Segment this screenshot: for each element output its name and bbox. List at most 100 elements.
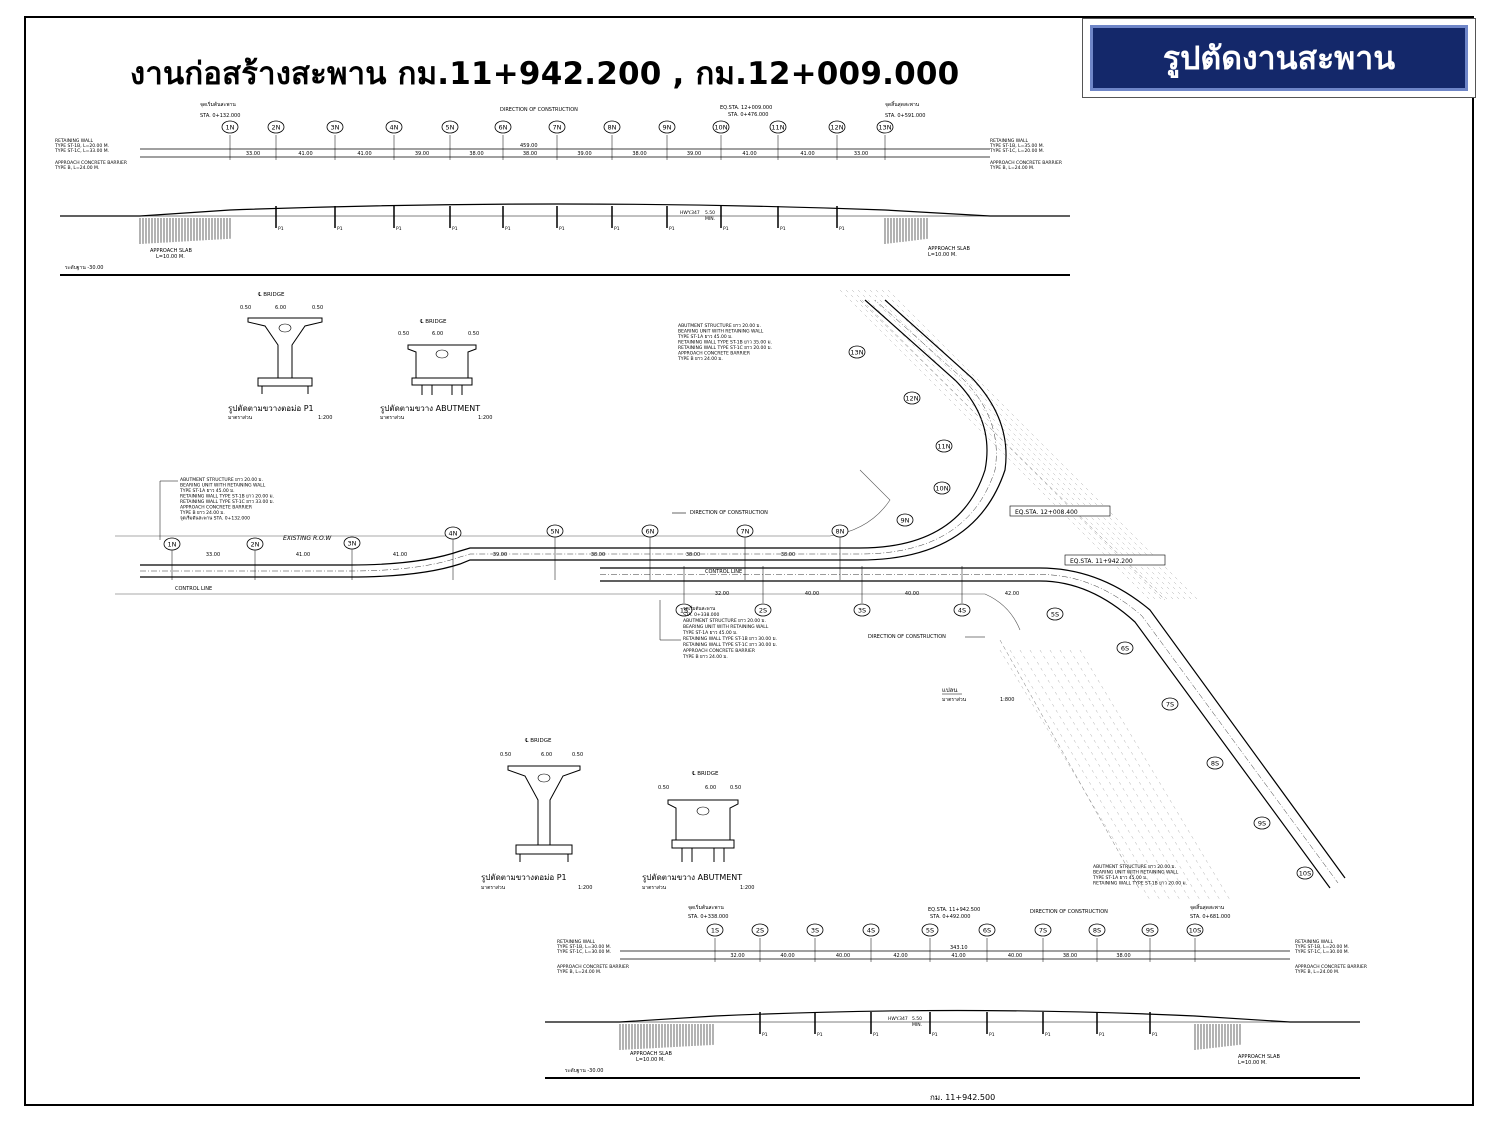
plan-note-mid-4: TYPE ST-1A ยาว 45.00 ม. — [682, 630, 738, 636]
bottom-span-7: 38.00 — [1116, 953, 1130, 959]
svg-text:8N: 8N — [608, 124, 617, 132]
north-alignment-b — [140, 299, 1007, 578]
top-deck — [60, 203, 1070, 217]
plan-note-mid-1: STA. 0+338.000 — [683, 612, 719, 618]
top-span-4: 38.00 — [469, 151, 483, 157]
top-left-note-0: RETAINING WALL — [55, 138, 94, 144]
plan-direction-south: DIRECTION OF CONSTRUCTION — [868, 634, 946, 640]
top-right-note-1: TYPE ST-1B, L=35.00 M. — [989, 143, 1044, 149]
top-end-label: จุดสิ้นสุดสะพาน — [885, 99, 920, 108]
top-pier-side-l: 0.50 — [240, 305, 251, 311]
svg-text:5S: 5S — [1051, 611, 1059, 619]
svg-text:4S: 4S — [958, 607, 966, 615]
plan-existing-row: EXISTING R.O.W — [283, 535, 332, 542]
bottom-span-5: 40.00 — [1008, 953, 1022, 959]
plan-note-left-7: จุดเริ่มต้นสะพาน STA. 0+132.000 — [180, 515, 250, 522]
top-start-sta: STA. 0+132.000 — [200, 113, 240, 119]
top-direction: DIRECTION OF CONSTRUCTION — [500, 107, 578, 113]
bottom-span-2: 40.00 — [836, 953, 850, 959]
bottom-approach-right: APPROACH SLAB — [1238, 1054, 1280, 1060]
plan-note-left-3: RETAINING WALL TYPE ST-1B ยาว 20.00 ม. — [180, 494, 274, 500]
svg-text:3S: 3S — [858, 607, 866, 615]
top-pier-bubble-13N: 13N — [876, 120, 894, 134]
svg-text:9S: 9S — [1258, 820, 1266, 828]
bottom-approach-left2: L=10.00 M. — [636, 1057, 665, 1063]
plan-note-mid-8: TYPE B ยาว 24.00 ม. — [682, 654, 728, 660]
bottom-cross-sections: ℄ BRIDGE 6.00 0.50 0.50 รูปตัดตามขวางตอม… — [481, 737, 754, 891]
top-pier-bubble-1N: 1N — [221, 120, 239, 134]
plan-eq-south: EQ.STA. 11+942.200 — [1070, 558, 1133, 565]
plan-note-left-2: TYPE ST-1A ยาว 45.00 ม. — [179, 488, 235, 494]
svg-text:6S: 6S — [983, 927, 991, 935]
svg-text:5N: 5N — [551, 528, 560, 536]
top-abut-scale-label: มาตราส่วน — [380, 415, 405, 421]
bottom-pier-side-r: 0.50 — [572, 752, 583, 758]
svg-text:P1: P1 — [989, 1032, 995, 1038]
bottom-span-3: 42.00 — [893, 953, 907, 959]
svg-text:1N: 1N — [168, 541, 177, 549]
bottom-left-note-0: RETAINING WALL — [557, 939, 596, 945]
plan-note-mid-0: จุดเริ่มต้นสะพาน — [683, 605, 715, 612]
svg-text:6N: 6N — [646, 528, 655, 536]
plan-north-span-6: 38.00 — [781, 552, 795, 558]
top-approach-left2: L=10.00 M. — [156, 254, 185, 260]
plan-note-top-0: ABUTMENT STRUCTURE ยาว 20.00 ม. — [678, 323, 761, 329]
drawing-frame — [24, 16, 1474, 1106]
bottom-pier-bubble-4S: 4S — [862, 923, 880, 937]
plan-note-mid-3: BEARING UNIT WITH RETAINING WALL — [683, 624, 769, 630]
svg-text:9N: 9N — [901, 517, 910, 525]
svg-text:11N: 11N — [771, 124, 784, 132]
top-datum: ระดับฐาน -30.00 — [65, 265, 103, 271]
bottom-pier-bubble-7S: 7S — [1034, 923, 1052, 937]
plan-north-pier-1N: 1N — [163, 537, 181, 551]
plan-note-top-3: RETAINING WALL TYPE ST-1B ยาว 35.00 ม. — [678, 340, 772, 346]
svg-text:12N: 12N — [905, 395, 918, 403]
svg-text:5S: 5S — [926, 927, 934, 935]
svg-text:P1: P1 — [669, 226, 675, 232]
top-approach-left-hatch — [139, 218, 231, 244]
plan-control-line-mid: CONTROL LINE — [705, 569, 742, 575]
bottom-direction: DIRECTION OF CONSTRUCTION — [1030, 909, 1108, 915]
plan-note-mid-6: RETAINING WALL TYPE ST-1C ยาว 30.00 ม. — [683, 642, 777, 648]
svg-text:8S: 8S — [1093, 927, 1101, 935]
bottom-abut-scale-label: มาตราส่วน — [642, 885, 667, 891]
svg-text:P1: P1 — [505, 226, 511, 232]
bottom-pier-title: รูปตัดตามขวางตอม่อ P1 — [481, 873, 567, 883]
svg-text:2N: 2N — [272, 124, 281, 132]
svg-text:3N: 3N — [331, 124, 340, 132]
top-span-8: 39.00 — [687, 151, 701, 157]
bottom-datum: ระดับฐาน -30.00 — [565, 1068, 603, 1074]
svg-text:P1: P1 — [1099, 1032, 1105, 1038]
svg-text:P1: P1 — [396, 226, 402, 232]
plan-south-span-2: 40.00 — [905, 591, 919, 597]
svg-text:6N: 6N — [499, 124, 508, 132]
svg-text:P1: P1 — [723, 226, 729, 232]
svg-text:5N: 5N — [446, 124, 455, 132]
plan-note-left-4: RETAINING WALL TYPE ST-1C ยาว 33.00 ม. — [180, 499, 274, 505]
top-approach-left: APPROACH SLAB — [150, 248, 192, 254]
plan-south-pier-4S: 4S — [953, 603, 971, 617]
top-abut-section: ℄ BRIDGE 6.00 0.50 0.50 รูปตัดตามขวาง AB… — [380, 318, 492, 421]
bottom-left-note-1: TYPE ST-1B, L=30.00 M. — [556, 944, 611, 950]
plan-north-span-3: 39.00 — [493, 552, 507, 558]
plan-north-pier-7N: 7N — [736, 524, 754, 538]
top-profile: จุดเริ่มต้นสะพาน STA. 0+132.000 จุดสิ้นส… — [54, 99, 1070, 276]
svg-text:13N: 13N — [850, 349, 863, 357]
bottom-end-label: จุดสิ้นสุดสะพาน — [1190, 902, 1225, 911]
plan-south-curve-pier-9S: 9S — [1253, 816, 1271, 830]
title-badge: รูปตัดงานสะพาน — [1082, 18, 1476, 98]
svg-text:10N: 10N — [714, 124, 727, 132]
svg-text:P1: P1 — [780, 226, 786, 232]
plan-note-top-2: TYPE ST-1A ยาว 45.00 ม. — [677, 334, 733, 340]
bottom-approach-right2: L=10.00 M. — [1238, 1060, 1267, 1066]
top-pier-width: 6.00 — [275, 305, 286, 311]
bottom-total: 343.10 — [950, 945, 968, 951]
bottom-pier-bubble-10S: 10S — [1186, 923, 1204, 937]
plan-note-bottom-2: TYPE ST-1A ยาว 45.00 ม. — [1092, 875, 1148, 881]
svg-text:8N: 8N — [836, 528, 845, 536]
top-pier-scale: 1:200 — [318, 415, 332, 421]
bottom-abut-bridge: ℄ BRIDGE — [692, 770, 719, 777]
bottom-start-label: จุดเริ่มต้นสะพาน — [688, 904, 724, 911]
bottom-span-1: 40.00 — [780, 953, 794, 959]
bottom-profile: จุดเริ่มต้นสะพาน STA. 0+338.000 จุดสิ้นส… — [545, 902, 1367, 1079]
